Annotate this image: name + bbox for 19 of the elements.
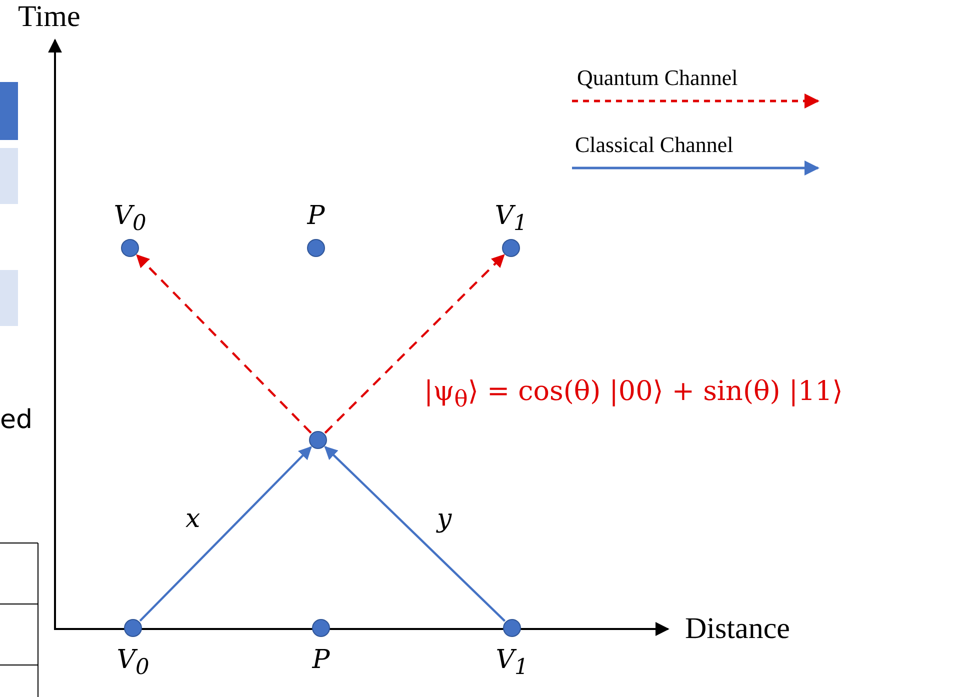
edge-label: y bbox=[437, 504, 452, 534]
formula: |ψ$_{θ}$⟩ = cos(θ) |00⟩ + sin(θ) |11⟩ bbox=[424, 376, 843, 412]
legend-label: Quantum Channel bbox=[577, 65, 738, 91]
arrow bbox=[324, 254, 505, 434]
point-label: P bbox=[312, 645, 330, 677]
axis-title: Distance bbox=[685, 612, 790, 646]
point-label: V$_{1}$ bbox=[494, 201, 528, 235]
arrow bbox=[139, 446, 312, 622]
point-label: V$_{1}$ bbox=[496, 645, 528, 679]
arrow bbox=[136, 254, 312, 434]
point-label: P bbox=[307, 201, 325, 233]
axis-title: Time bbox=[18, 0, 80, 34]
edge-label: x bbox=[186, 504, 200, 534]
legend-label: Classical Channel bbox=[575, 132, 734, 158]
point-label: V$_{0}$ bbox=[114, 201, 146, 235]
point-marker bbox=[309, 431, 327, 449]
text-fragment: ed bbox=[0, 405, 32, 435]
point-label: V$_{0}$ bbox=[116, 645, 150, 679]
arrow bbox=[324, 446, 506, 622]
